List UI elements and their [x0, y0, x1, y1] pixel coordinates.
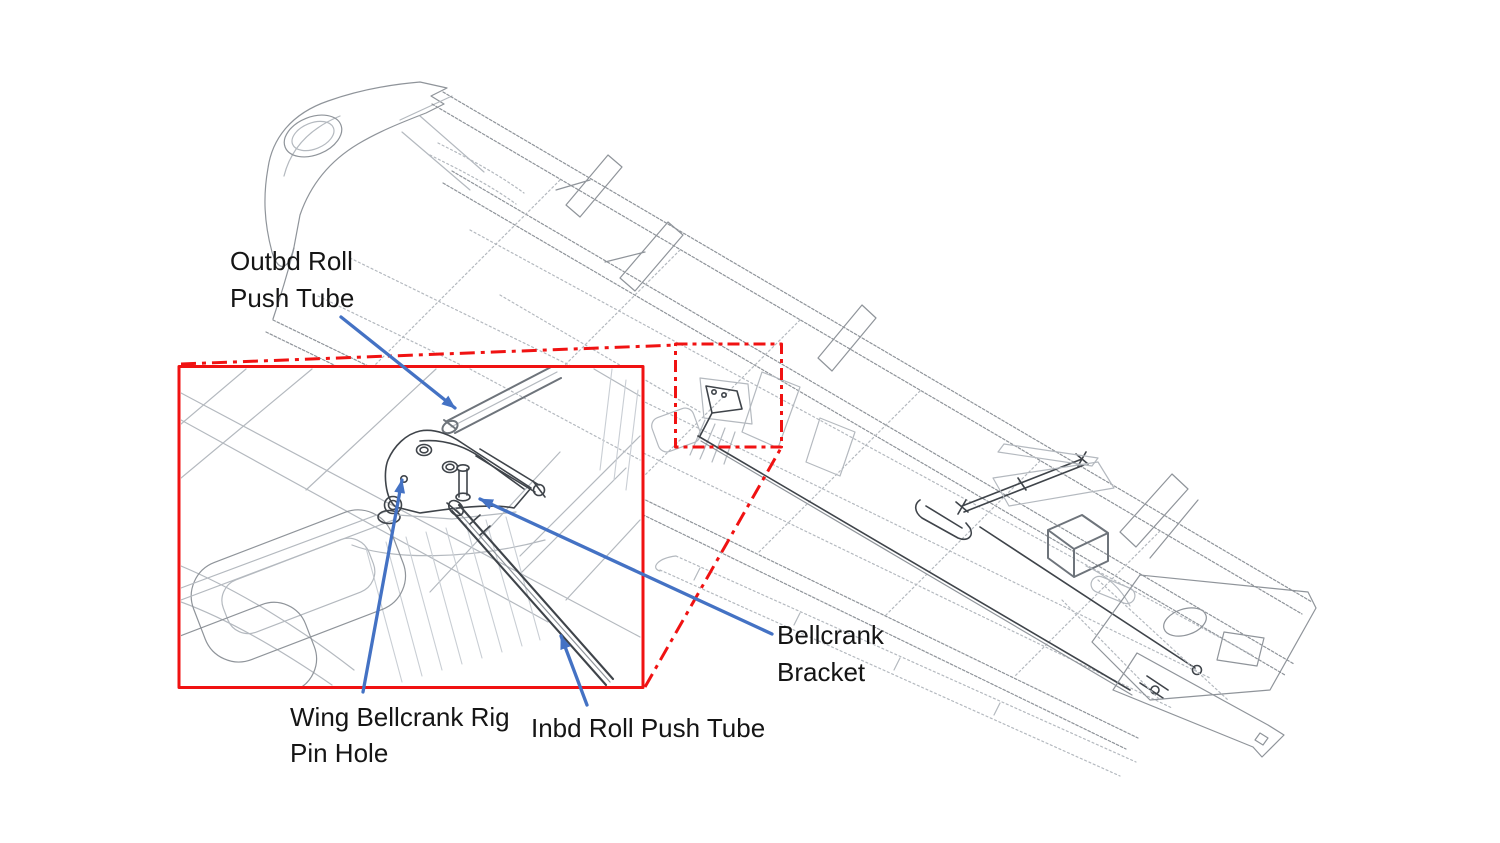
- label-line: Outbd Roll: [230, 246, 353, 276]
- bellcrank-bracket-arrow: [478, 497, 774, 636]
- inset-structure: [181, 368, 641, 686]
- inset-outbd-push-tube: [181, 368, 562, 601]
- mid-rib-brackets: [651, 371, 856, 477]
- bellcrank-fullscale: [699, 385, 743, 437]
- label-outbd-roll-push-tube: Outbd Roll Push Tube: [230, 243, 354, 317]
- label-line: Wing Bellcrank Rig: [290, 702, 510, 732]
- label-bellcrank-bracket: Bellcrank Bracket: [777, 617, 884, 691]
- outbd-roll-push-tube-arrow: [339, 315, 457, 410]
- callout-arrows: [339, 315, 774, 707]
- label-line: Push Tube: [230, 283, 355, 313]
- inset-hatching: [365, 516, 541, 683]
- label-line: Bellcrank: [777, 620, 884, 650]
- aileron-strip: [655, 555, 1137, 777]
- wingtip: [264, 81, 525, 320]
- inbd-roll-push-tube-arrow: [559, 634, 589, 707]
- label-line: Inbd Roll Push Tube: [531, 713, 766, 743]
- wing-root: [1061, 574, 1317, 758]
- detail-leader-bottom: [643, 447, 783, 688]
- wing-ribs: [371, 179, 1161, 678]
- label-inbd-roll-push-tube: Inbd Roll Push Tube: [531, 710, 765, 747]
- hinge-brackets: [555, 154, 1199, 559]
- detail-annotations: [180, 342, 783, 688]
- detail-inset: [177, 365, 645, 689]
- label-wing-bellcrank-rig-pin-hole: Wing Bellcrank Rig Pin Hole: [290, 699, 510, 771]
- aileron-actuator: [914, 443, 1136, 607]
- inset-inbd-push-tube: [446, 499, 615, 686]
- label-line: Pin Hole: [290, 738, 389, 768]
- wing-bellcrank-rig-pin-hole-arrow: [361, 478, 406, 694]
- detail-inset-frame: [177, 365, 645, 689]
- detail-leader-top: [180, 343, 678, 366]
- roll-control-tubes: [697, 435, 1203, 699]
- detail-source-rect: [674, 342, 783, 449]
- label-line: Bracket: [777, 657, 866, 687]
